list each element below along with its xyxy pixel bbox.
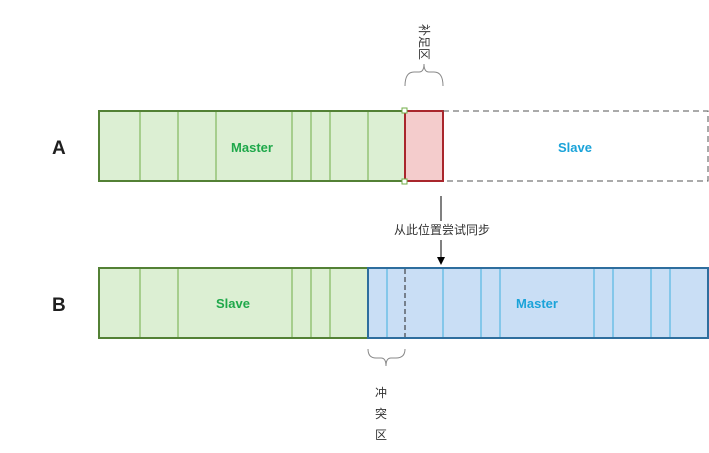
row-a-master-segments [139, 112, 369, 180]
row-b-master-label: Master [516, 296, 558, 311]
sync-start-label: 从此位置尝试同步 [394, 222, 490, 237]
row-a-slave-block [443, 110, 709, 182]
conflict-zone-char: 突 [375, 406, 387, 421]
row-a-label: A [52, 138, 66, 159]
row-a-master-block [98, 110, 406, 182]
row-b-slave-label: Slave [216, 296, 250, 311]
conflict-zone-char: 区 [375, 428, 387, 442]
row-a-master-label: Master [231, 140, 273, 155]
conflict-zone-char: 冲 [375, 385, 387, 400]
supplement-zone-label: 补足区 [417, 24, 431, 60]
supplement-block [404, 110, 444, 182]
selection-handle [401, 107, 408, 114]
supplement-brace [404, 63, 444, 87]
selection-handle [401, 178, 408, 185]
row-b-master-segments [386, 269, 671, 337]
row-a-slave-label: Slave [558, 140, 592, 155]
row-b-slave-segments [139, 269, 331, 337]
row-b-label: B [52, 295, 66, 316]
conflict-brace [367, 348, 406, 367]
